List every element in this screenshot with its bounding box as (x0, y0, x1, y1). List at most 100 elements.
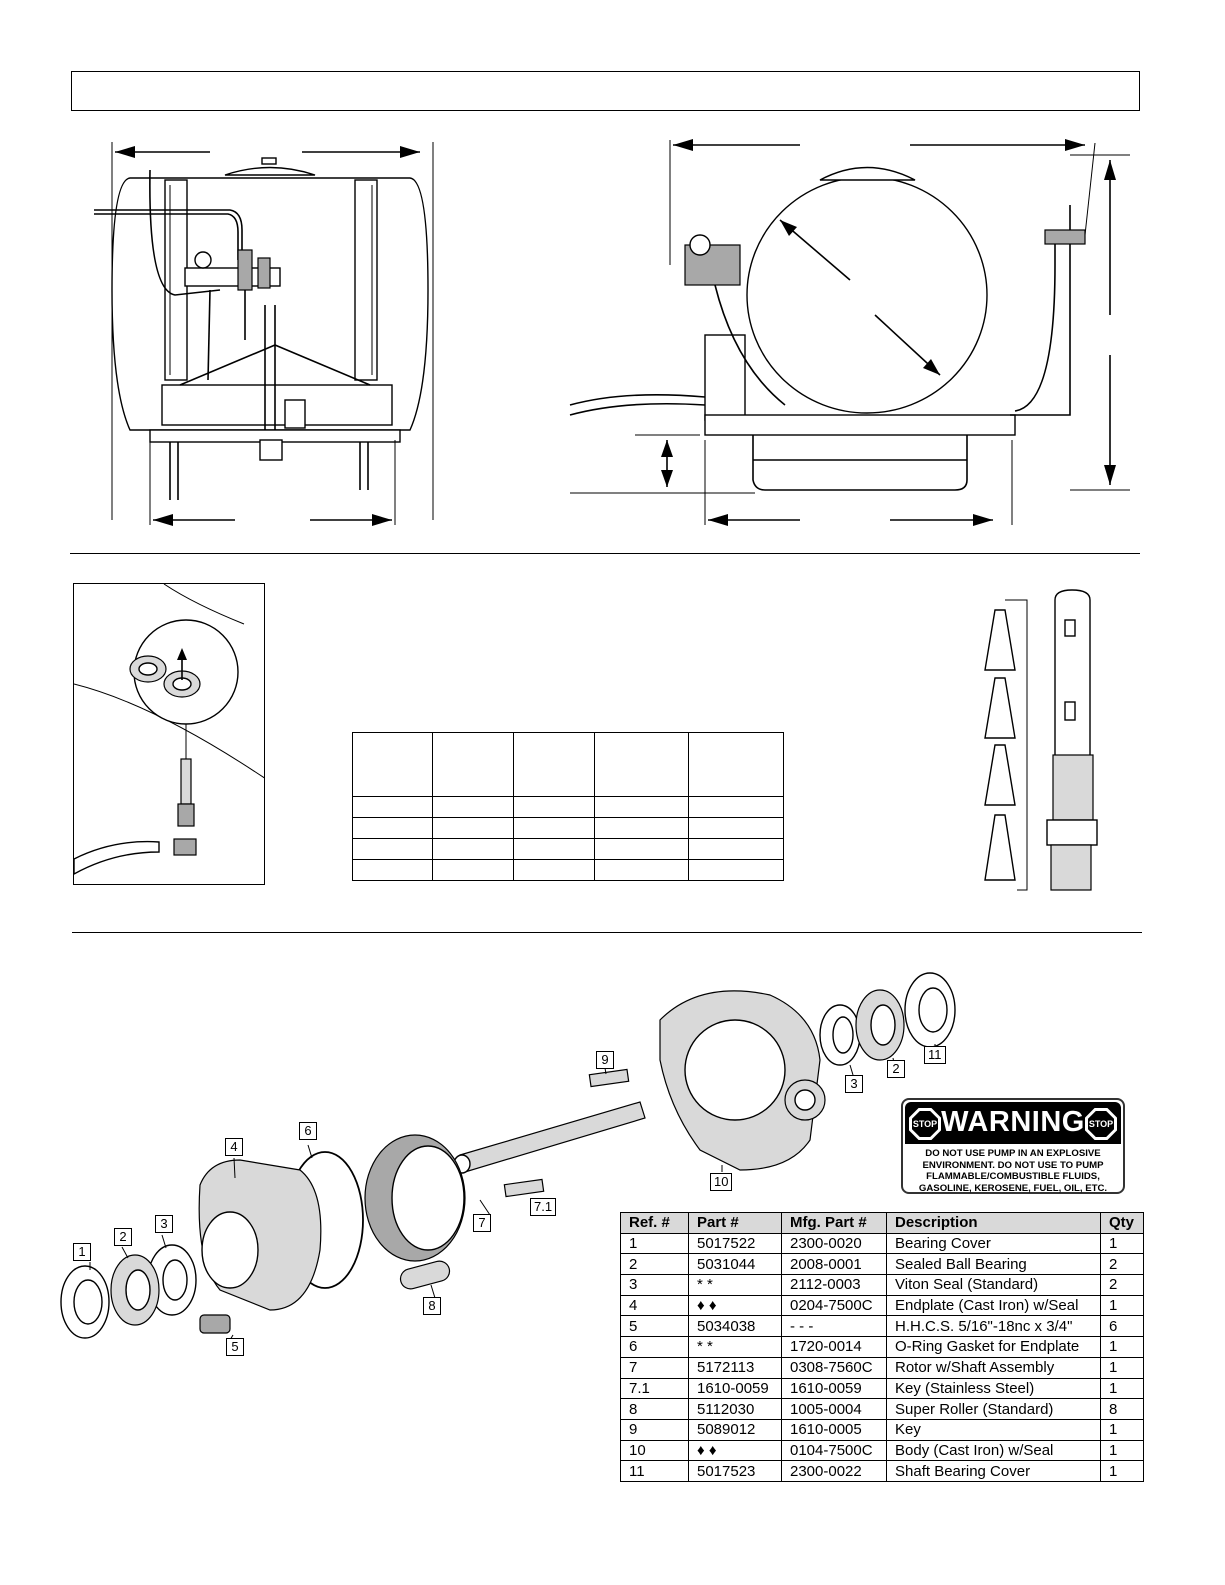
spec-table (352, 732, 784, 881)
table-cell: 1 (1100, 1336, 1144, 1358)
table-cell: Bearing Cover (886, 1232, 1101, 1255)
table-cell: 1 (1100, 1460, 1144, 1482)
callout-3b: 3 (845, 1075, 863, 1093)
table-cell: 2112-0003 (781, 1274, 887, 1296)
table-cell: ♦ ♦ (688, 1294, 782, 1317)
callout-7-1: 7.1 (530, 1198, 557, 1216)
table-cell: 11 (620, 1460, 689, 1482)
table-cell: O-Ring Gasket for Endplate (886, 1336, 1101, 1358)
table-cell: 1610-0059 (688, 1377, 782, 1400)
section-title-bar (71, 71, 1140, 111)
table-cell: 0204-7500C (781, 1294, 887, 1317)
table-cell: 1 (1100, 1439, 1144, 1462)
table-cell: 4 (620, 1294, 689, 1317)
spec-table-row (352, 859, 784, 881)
header-qty: Qty (1100, 1212, 1144, 1234)
table-cell: 1 (1100, 1418, 1144, 1441)
table-cell: 2008-0001 (781, 1253, 887, 1276)
callout-9: 9 (596, 1051, 614, 1069)
agitator-inset (73, 583, 265, 885)
table-cell: 2 (1100, 1253, 1144, 1276)
header-ref: Ref. # (620, 1212, 689, 1234)
header-mfg-part: Mfg. Part # (781, 1212, 887, 1234)
header-part: Part # (688, 1212, 782, 1234)
table-cell: 7.1 (620, 1377, 689, 1400)
callout-11: 11 (924, 1046, 946, 1064)
callout-3: 3 (155, 1215, 173, 1233)
table-cell: Body (Cast Iron) w/Seal (886, 1439, 1101, 1462)
warning-title: WARNING (941, 1106, 1085, 1138)
table-cell: 5 (620, 1315, 689, 1338)
callout-8: 8 (423, 1297, 441, 1315)
table-cell: 1 (1100, 1294, 1144, 1317)
callout-7: 7 (473, 1214, 491, 1232)
table-cell: 1610-0059 (781, 1377, 887, 1400)
table-cell: * * (688, 1274, 782, 1296)
table-cell: 2 (1100, 1274, 1144, 1296)
table-cell: 5031044 (688, 1253, 782, 1276)
table-cell: Rotor w/Shaft Assembly (886, 1356, 1101, 1379)
stop-sign-icon: STOP (909, 1108, 941, 1140)
table-cell: 0104-7500C (781, 1439, 887, 1462)
header-description: Description (886, 1212, 1101, 1234)
table-cell: 1005-0004 (781, 1398, 887, 1420)
table-cell: Key (Stainless Steel) (886, 1377, 1101, 1400)
sprayer-side-view (569, 139, 1130, 526)
table-cell: 1720-0014 (781, 1336, 887, 1358)
table-cell: Super Roller (Standard) (886, 1398, 1101, 1420)
table-cell: 9 (620, 1418, 689, 1441)
table-cell: 1 (1100, 1356, 1144, 1379)
table-cell: 5034038 (688, 1315, 782, 1338)
table-cell: 1 (1100, 1377, 1144, 1400)
table-cell: 1 (620, 1232, 689, 1255)
spec-cell (513, 732, 595, 797)
callout-4: 4 (225, 1138, 243, 1156)
spec-table-row (352, 817, 784, 839)
table-cell: - - - (781, 1315, 887, 1338)
nozzle-diagram (984, 589, 1098, 891)
stop-sign-icon: STOP (1085, 1108, 1117, 1140)
table-cell: 1610-0005 (781, 1418, 887, 1441)
table-cell: 8 (620, 1398, 689, 1420)
warning-header: STOP WARNING STOP (905, 1102, 1121, 1144)
spec-cell (594, 732, 689, 797)
table-cell: 2 (620, 1253, 689, 1276)
table-cell: 5017522 (688, 1232, 782, 1255)
section-divider (72, 932, 1142, 933)
callout-2: 2 (114, 1228, 132, 1246)
table-cell: 2300-0020 (781, 1232, 887, 1255)
spec-table-row (352, 796, 784, 818)
table-cell: Key (886, 1418, 1101, 1441)
table-cell: 10 (620, 1439, 689, 1462)
table-cell: 2300-0022 (781, 1460, 887, 1482)
spec-cell (688, 732, 784, 797)
pump-exploded-view (60, 972, 956, 1341)
table-cell: * * (688, 1336, 782, 1358)
table-cell: 0308-7560C (781, 1356, 887, 1379)
table-cell: Shaft Bearing Cover (886, 1460, 1101, 1482)
table-cell: 5017523 (688, 1460, 782, 1482)
table-cell: 6 (1100, 1315, 1144, 1338)
callout-10: 10 (710, 1173, 733, 1191)
callout-6: 6 (299, 1122, 317, 1140)
table-cell: Viton Seal (Standard) (886, 1274, 1101, 1296)
table-cell: ♦ ♦ (688, 1439, 782, 1462)
table-cell: 6 (620, 1336, 689, 1358)
spec-table-header-row (352, 732, 784, 797)
warning-label: STOP WARNING STOP DO NOT USE PUMP IN AN … (901, 1098, 1125, 1194)
spec-cell (352, 732, 433, 797)
table-cell: Sealed Ball Bearing (886, 1253, 1101, 1276)
table-cell: 7 (620, 1356, 689, 1379)
table-cell: 5112030 (688, 1398, 782, 1420)
